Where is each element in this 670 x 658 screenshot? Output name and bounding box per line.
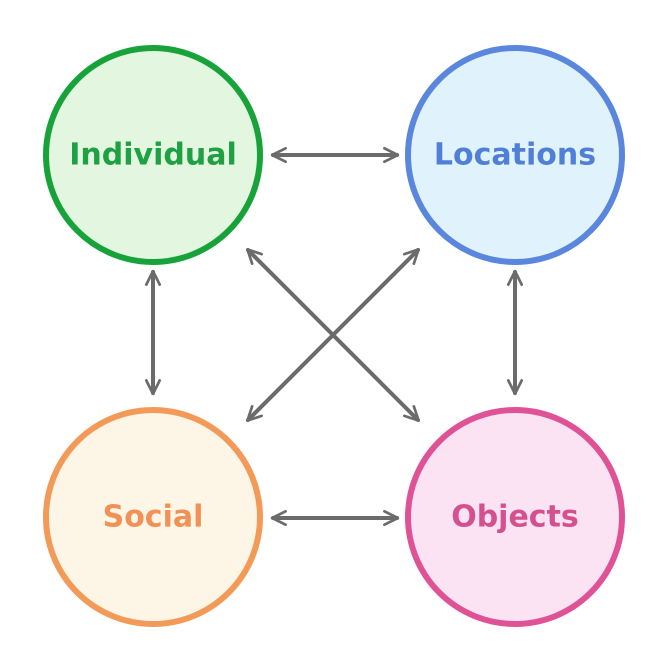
node-individual: Individual: [43, 45, 263, 265]
node-locations-label: Locations: [434, 138, 596, 173]
node-objects-circle: [405, 407, 625, 627]
node-social-circle: [43, 407, 263, 627]
node-locations: Locations: [405, 45, 625, 265]
node-objects-label: Objects: [451, 500, 579, 535]
node-individual-label: Individual: [69, 138, 236, 173]
node-social: Social: [43, 407, 263, 627]
node-locations-circle: [405, 45, 625, 265]
node-social-label: Social: [103, 500, 204, 535]
node-objects: Objects: [405, 407, 625, 627]
node-individual-circle: [43, 45, 263, 265]
arrow-locations-social: [246, 248, 420, 422]
connectors: [144, 146, 524, 527]
